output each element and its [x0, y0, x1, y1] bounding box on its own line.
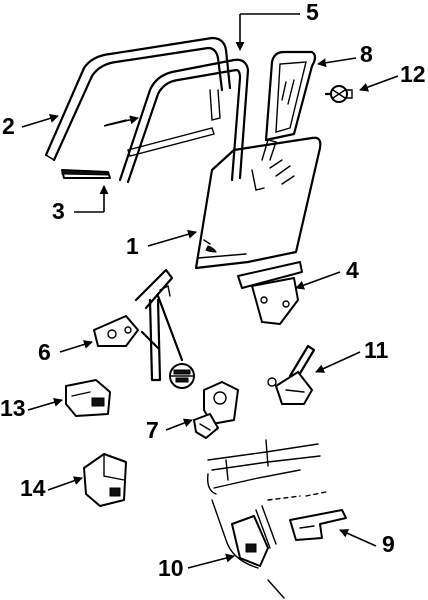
- part-2-glass-run-channel: [44, 36, 232, 162]
- part-10-latch-assembly: [231, 505, 277, 567]
- callout-14: 14: [20, 475, 46, 501]
- part-12-fastener: [324, 85, 353, 103]
- leader-10: [187, 553, 235, 569]
- part-6-window-regulator: [93, 268, 184, 382]
- callout-labels: 2 3 5 8 12 1 4 6 11 13 7 14 9 10: [0, 0, 426, 581]
- part-14-lock-assembly: [83, 453, 127, 507]
- leader-6: [59, 340, 93, 353]
- leader-13: [27, 397, 63, 411]
- leader-8: [317, 57, 357, 68]
- part-8-vent-window: [251, 50, 317, 191]
- leader-9: [339, 529, 377, 547]
- callout-4: 4: [346, 257, 359, 283]
- part-7-window-motor: [193, 381, 239, 439]
- part-1-door-glass: [194, 136, 322, 270]
- callout-13: 13: [0, 395, 26, 421]
- callout-8: 8: [360, 41, 373, 67]
- callout-12: 12: [400, 61, 426, 87]
- callout-7: 7: [146, 417, 159, 443]
- door-panel-lower: [206, 439, 327, 599]
- leader-extra: [103, 115, 139, 127]
- part-4-glass-channel: [237, 261, 303, 325]
- regulator-motor-gear: [169, 363, 195, 389]
- part-9-inner-door-handle: [289, 509, 347, 541]
- leader-14: [47, 476, 83, 491]
- part-11-regulator-mechanism: [267, 344, 316, 405]
- leader-11: [315, 351, 361, 373]
- callout-1: 1: [126, 233, 139, 259]
- leader-1: [147, 229, 197, 247]
- callout-2: 2: [2, 113, 15, 139]
- callout-5: 5: [306, 0, 319, 25]
- callout-leaders: [21, 13, 399, 569]
- part-3-lower-strip: [61, 169, 111, 179]
- leader-7: [165, 418, 193, 431]
- part-13-handle-assembly: [65, 379, 111, 417]
- callout-3: 3: [52, 198, 65, 224]
- callout-10: 10: [158, 555, 184, 581]
- callout-6: 6: [38, 339, 51, 365]
- leader-2: [21, 114, 59, 128]
- callout-11: 11: [364, 337, 389, 363]
- leader-4: [295, 271, 341, 290]
- leader-12: [359, 75, 399, 92]
- callout-9: 9: [382, 531, 395, 557]
